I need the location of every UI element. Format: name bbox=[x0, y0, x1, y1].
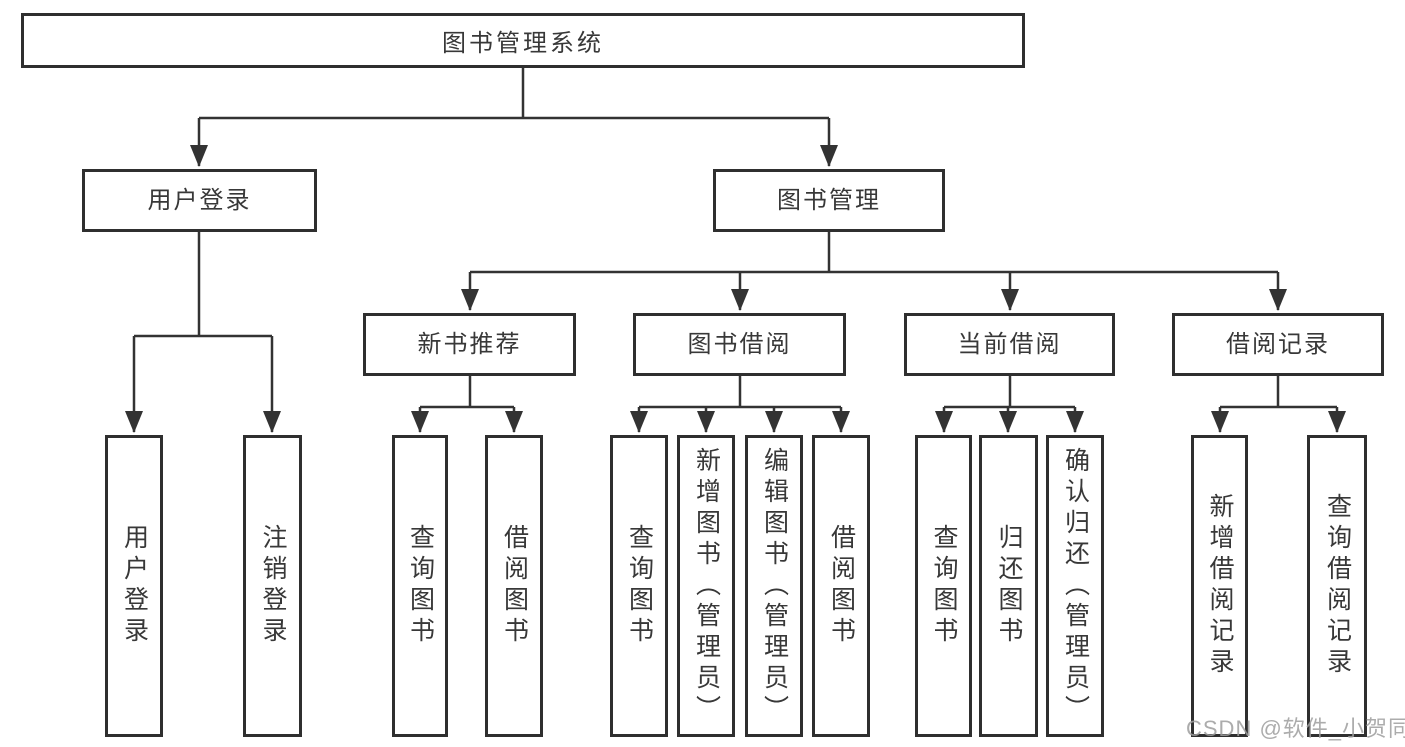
node-leaf-query-books-recommend: 查询图书 bbox=[392, 435, 448, 737]
node-leaf-user-login: 用户登录 bbox=[105, 435, 163, 737]
node-system-root: 图书管理系统 bbox=[21, 13, 1025, 68]
node-new-book-recommendation: 新书推荐 bbox=[363, 313, 576, 376]
node-leaf-return-books: 归还图书 bbox=[979, 435, 1038, 737]
node-book-management-branch: 图书管理 bbox=[713, 169, 945, 232]
node-current-borrowing: 当前借阅 bbox=[904, 313, 1115, 376]
node-leaf-confirm-return-admin: 确认归还（管理员） bbox=[1046, 435, 1104, 737]
node-leaf-logout: 注销登录 bbox=[243, 435, 302, 737]
node-borrowing-records: 借阅记录 bbox=[1172, 313, 1384, 376]
node-leaf-add-books-admin: 新增图书（管理员） bbox=[677, 435, 735, 737]
node-book-borrowing: 图书借阅 bbox=[633, 313, 846, 376]
node-leaf-query-borrow-record: 查询借阅记录 bbox=[1307, 435, 1367, 737]
node-leaf-query-books-current: 查询图书 bbox=[915, 435, 972, 737]
node-leaf-query-books-borrowing: 查询图书 bbox=[610, 435, 668, 737]
node-leaf-edit-books-admin: 编辑图书（管理员） bbox=[745, 435, 803, 737]
csdn-watermark: CSDN @软件_小贺同学 bbox=[1186, 716, 1405, 741]
node-leaf-add-borrow-record: 新增借阅记录 bbox=[1191, 435, 1248, 737]
node-leaf-borrow-books-borrowing: 借阅图书 bbox=[812, 435, 870, 737]
node-user-login-branch: 用户登录 bbox=[82, 169, 317, 232]
node-leaf-borrow-books-recommend: 借阅图书 bbox=[485, 435, 543, 737]
